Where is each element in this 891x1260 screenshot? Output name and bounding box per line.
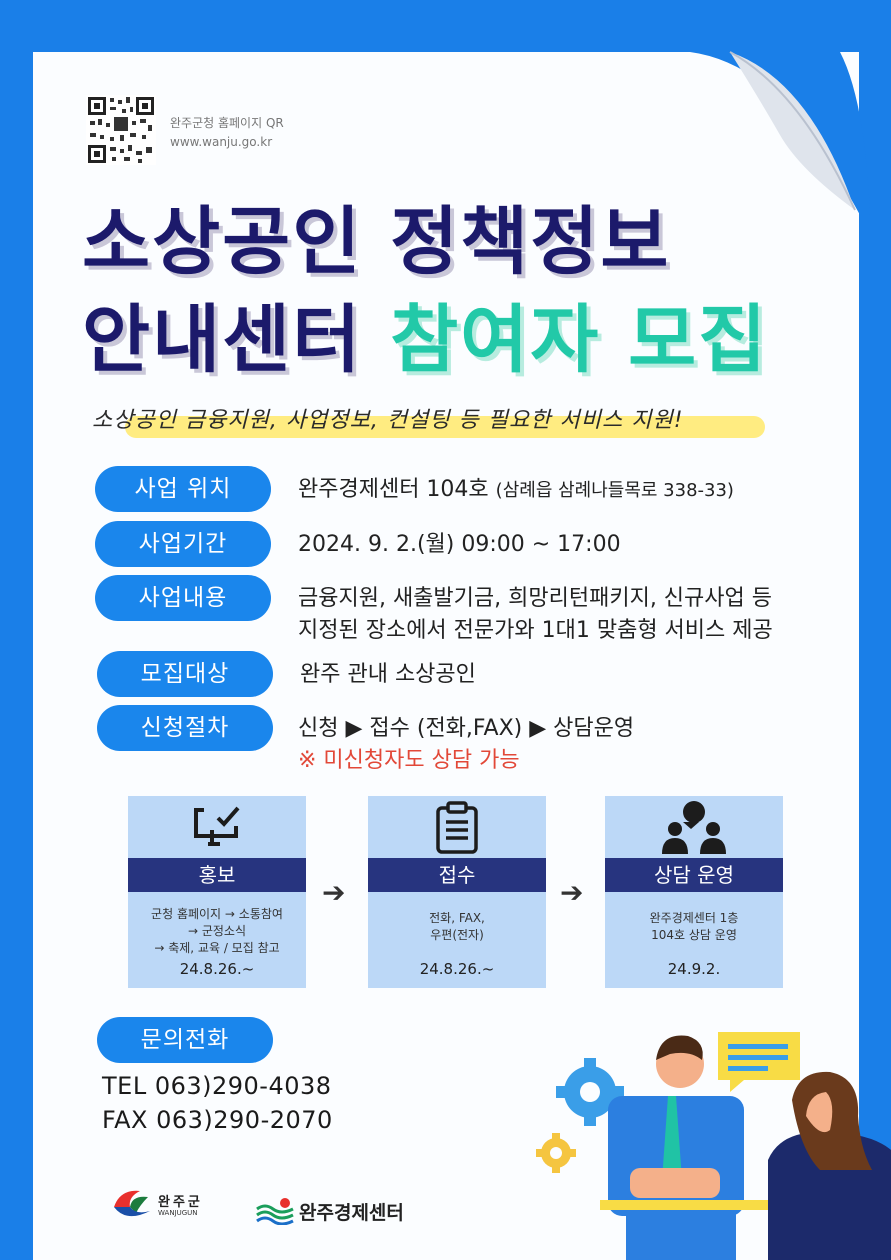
step-consultation-desc: 완주경제센터 1층 104호 상담 운영 [609, 910, 779, 944]
county-name-en: WANJUGUN [158, 1209, 198, 1217]
label-target: 모집대상 [97, 651, 273, 697]
location-value: 완주경제센터 104호 [298, 477, 489, 502]
procedure-note: ※ 미신청자도 상담 가능 [298, 748, 520, 773]
wanju-economic-center-logo: 완주경제센터 [255, 1195, 455, 1231]
step-consultation: 상담 운영 완주경제센터 1층 104호 상담 운영 24.9.2. [605, 796, 783, 988]
wanju-county-logo: 완주군 WANJUGUN [110, 1185, 220, 1225]
step-promotion: 홍보 군청 홈페이지 → 소통참여 → 군정소식 → 축제, 교육 / 모집 참… [128, 796, 306, 988]
clipboard-icon [436, 801, 478, 854]
arrow-icon: ➔ [322, 876, 346, 909]
title-line-2: 안내센터 참여자 모집 [82, 280, 768, 387]
label-content: 사업내용 [95, 575, 271, 621]
speech-bubble-icon [718, 1032, 800, 1092]
step-promotion-desc: 군청 홈페이지 → 소통참여 → 군정소식 → 축제, 교육 / 모집 참고 [132, 906, 302, 957]
step-consultation-desc-1: 완주경제센터 1층 [649, 911, 739, 925]
contact-tel[interactable]: TEL 063)290-4038 [102, 1072, 332, 1100]
qr-url[interactable]: www.wanju.go.kr [170, 135, 273, 149]
arrow-icon: ➔ [560, 876, 584, 909]
step-promotion-desc-1: 군청 홈페이지 → 소통참여 [151, 907, 283, 921]
title-line-1: 소상공인 정책정보 [82, 199, 671, 285]
step-reception-title: 접수 [368, 858, 546, 892]
step-promotion-desc-2: → 군정소식 [187, 924, 247, 938]
page-curl-decoration [690, 51, 870, 215]
small-gear-icon [536, 1133, 576, 1173]
label-contact: 문의전화 [97, 1017, 273, 1063]
location-info: 완주경제센터 104호 (삼례읍 삼례나들목로 338-33) [298, 474, 734, 507]
period-value: 2024. 9. 2.(월) 09:00 ~ 17:00 [298, 532, 621, 557]
wanju-county-emblem [114, 1190, 150, 1217]
step-reception-desc-1: 전화, FAX, [429, 911, 485, 925]
title-line-2-main: 안내센터 [82, 297, 363, 383]
tagline: 소상공인 금융지원, 사업정보, 컨설팅 등 필요한 서비스 지원! [92, 408, 684, 433]
label-location: 사업 위치 [95, 466, 271, 512]
monitor-check-icon [194, 806, 240, 846]
content-line-2: 지정된 장소에서 전문가와 1대1 맞춤형 서비스 제공 [298, 618, 773, 643]
woman-figure [768, 1071, 891, 1260]
step-reception: 접수 전화, FAX, 우편(전자) 24.8.26.~ [368, 796, 546, 988]
target-value: 완주 관내 소상공인 [300, 662, 476, 687]
man-figure [600, 1035, 770, 1260]
gear-icon [556, 1058, 624, 1126]
contact-fax: FAX 063)290-2070 [102, 1106, 333, 1134]
county-name: 완주군 [158, 1195, 203, 1210]
content-line-1: 금융지원, 새출발기금, 희망리턴패키지, 신규사업 등 [298, 586, 772, 611]
step-reception-desc: 전화, FAX, 우편(전자) [372, 910, 542, 944]
tagline-highlight [125, 416, 765, 438]
step-promotion-title: 홍보 [128, 858, 306, 892]
procedure-info: 신청 ▶ 접수 (전화,FAX) ▶ 상담운영 ※ 미신청자도 상담 가능 [298, 713, 634, 777]
people-icon [662, 801, 726, 854]
step-reception-date: 24.8.26.~ [419, 960, 495, 978]
qr-code-icon [86, 95, 156, 165]
step-promotion-desc-3: → 축제, 교육 / 모집 참고 [154, 941, 280, 955]
consultation-illustration [536, 1032, 891, 1260]
location-detail: (삼례읍 삼례나들목로 338-33) [495, 480, 734, 501]
step-consultation-date: 24.9.2. [667, 960, 721, 978]
label-period: 사업기간 [95, 521, 271, 567]
content-info: 금융지원, 새출발기금, 희망리턴패키지, 신규사업 등 지정된 장소에서 전문… [298, 583, 773, 647]
title-line-2-accent: 참여자 모집 [390, 297, 769, 383]
step-consultation-desc-2: 104호 상담 운영 [651, 928, 737, 942]
step-promotion-date: 24.8.26.~ [179, 960, 255, 978]
step-reception-desc-2: 우편(전자) [430, 928, 484, 942]
qr-caption: 완주군청 홈페이지 QR www.wanju.go.kr [170, 114, 284, 152]
wave-emblem-icon [256, 1198, 294, 1225]
center-name: 완주경제센터 [299, 1202, 404, 1224]
label-procedure: 신청절차 [97, 705, 273, 751]
step-consultation-title: 상담 운영 [605, 858, 783, 892]
procedure-value: 신청 ▶ 접수 (전화,FAX) ▶ 상담운영 [298, 716, 635, 741]
qr-label: 완주군청 홈페이지 QR [170, 116, 284, 130]
